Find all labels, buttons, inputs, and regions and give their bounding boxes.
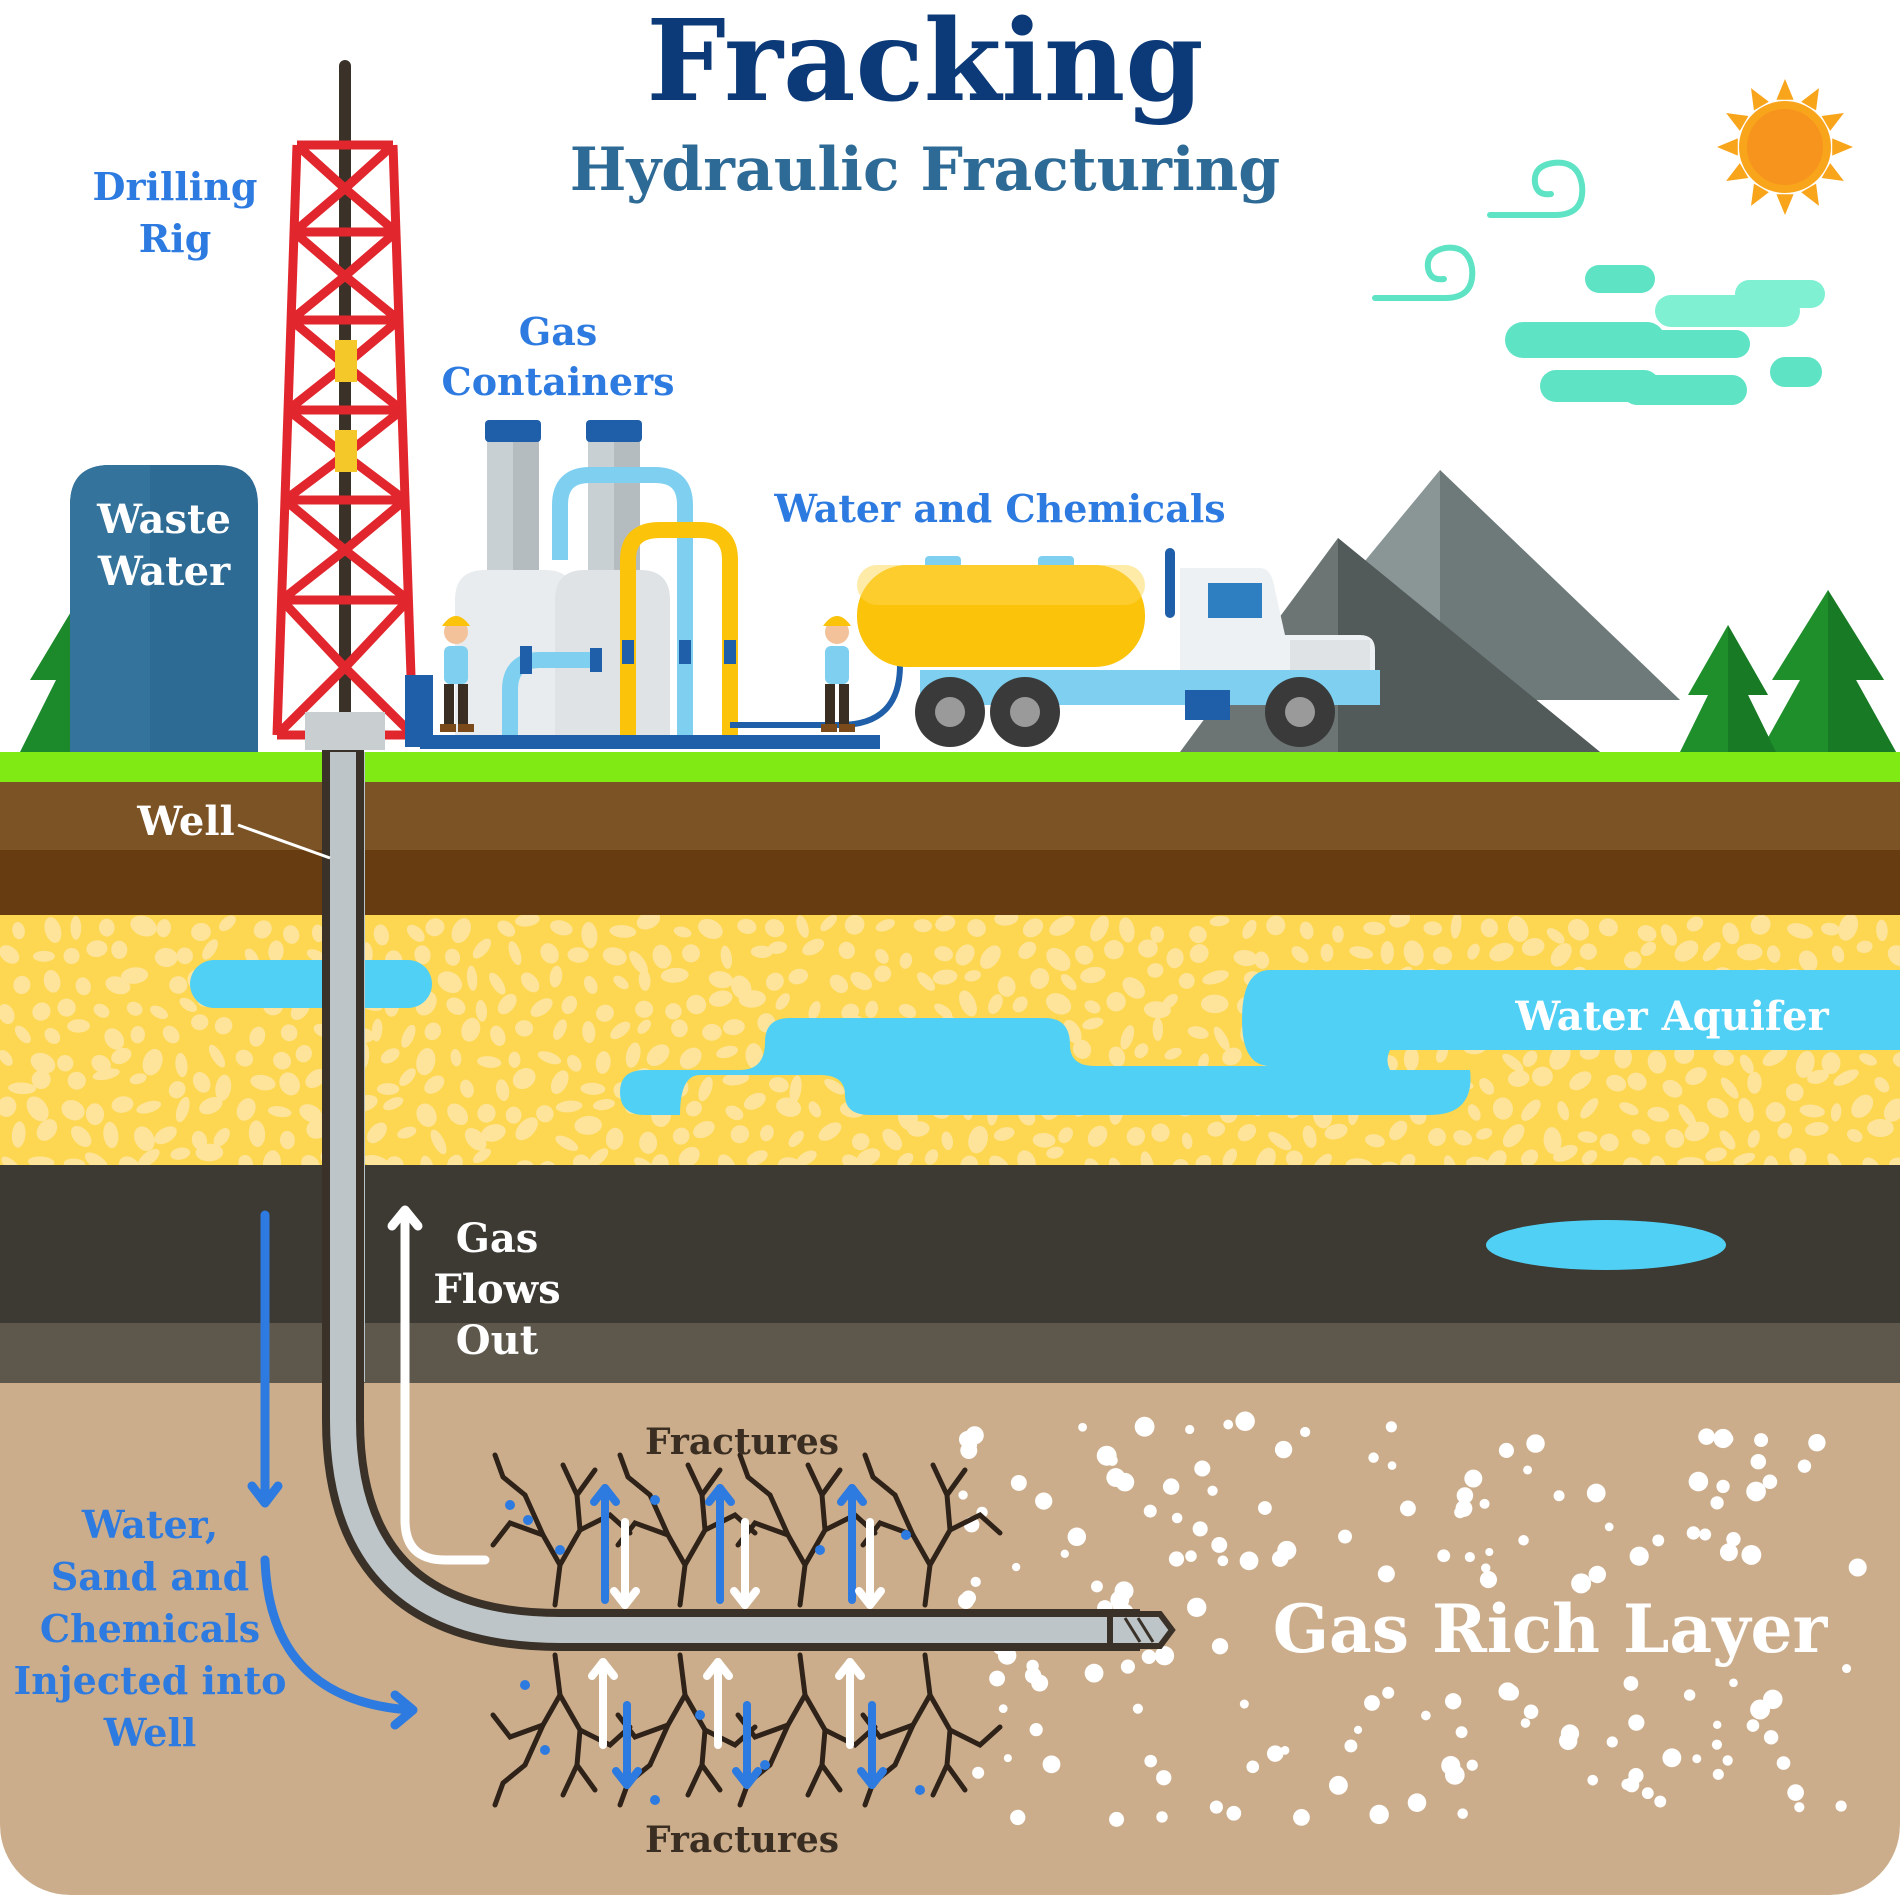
grass-layer [0, 752, 1900, 782]
soil-layer-top [0, 782, 1900, 850]
label-injected-2: Sand and [51, 1554, 249, 1599]
well-casing [305, 712, 1140, 1651]
arrow-up-icon [705, 1484, 735, 1604]
label-gas-flows-out-3: Out [456, 1317, 539, 1364]
gas-bubbles [957, 1411, 1867, 1827]
label-injected-4: Injected into [14, 1658, 287, 1703]
worker-icon [821, 616, 855, 732]
label-gas-containers-2: Containers [441, 359, 674, 404]
waste-water-tank [70, 465, 258, 752]
gas-containers [405, 420, 903, 749]
label-water-and-chemicals: Water and Chemicals [773, 486, 1225, 531]
arrow-down-icon [610, 1518, 640, 1609]
rock-layer-mid [0, 1323, 1900, 1383]
label-gas-flows-out-2: Flows [433, 1266, 560, 1313]
arrow-up-icon [837, 1484, 867, 1604]
water-aquifer [190, 960, 1900, 1115]
label-drilling-rig: Drilling [93, 164, 258, 209]
label-injected-5: Well [103, 1710, 197, 1755]
arrow-down-icon [247, 1210, 418, 1730]
label-waste-water: Waste [96, 496, 231, 543]
sun-icon [1717, 79, 1853, 215]
arrow-down-icon [730, 1518, 760, 1609]
label-gas-containers: Gas [519, 309, 597, 354]
label-fractures-bottom: Fractures [645, 1819, 839, 1861]
arrow-up-icon [835, 1658, 865, 1749]
arrow-down-icon [612, 1701, 642, 1789]
label-well: Well [136, 798, 235, 845]
page-subtitle: Hydraulic Fracturing [570, 135, 1281, 205]
label-waste-water-2: Water [97, 548, 231, 595]
label-gas-flows-out: Gas [456, 1215, 539, 1262]
tree-icon [1760, 590, 1896, 752]
arrow-up-icon [590, 1484, 620, 1604]
arrow-down-icon [732, 1701, 762, 1789]
arrow-up-icon [588, 1658, 618, 1749]
drill-bit-icon [1107, 1611, 1176, 1649]
arrow-down-icon [855, 1518, 885, 1609]
label-water-aquifer: Water Aquifer [1514, 993, 1829, 1040]
well-pointer [237, 823, 331, 860]
label-drilling-rig-2: Rig [139, 216, 212, 261]
drilling-rig [272, 60, 418, 740]
label-injected-3: Chemicals [40, 1606, 260, 1651]
worker-icon [440, 616, 474, 732]
truck-icon [857, 548, 1380, 747]
soil-layer-dark [0, 850, 1900, 915]
label-injected-1: Water, [81, 1502, 218, 1547]
label-gas-rich-layer: Gas Rich Layer [1273, 1590, 1829, 1668]
arrow-up-icon [387, 1205, 490, 1565]
label-fractures-top: Fractures [645, 1421, 839, 1463]
tree-icon [1680, 625, 1776, 752]
arrow-up-icon [703, 1658, 733, 1749]
arrow-down-icon [857, 1701, 887, 1789]
wind-swirl-icon [1372, 159, 1586, 301]
water-pocket [1486, 1220, 1726, 1270]
page-title: Fracking [646, 0, 1203, 127]
cloud-icon [1505, 265, 1825, 405]
